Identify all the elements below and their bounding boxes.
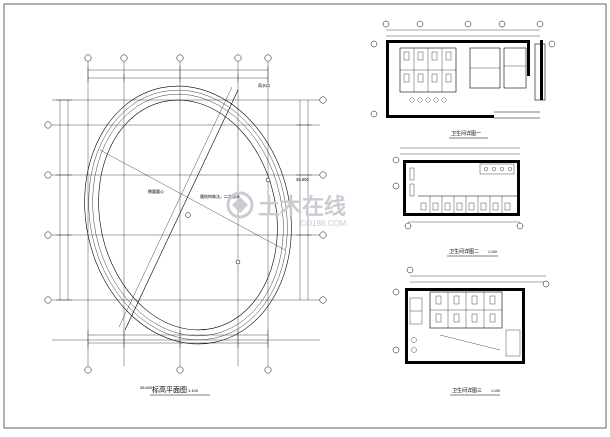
elevation-label: 35.600 (296, 177, 309, 182)
toilet-1-title: 卫生间详图一 (451, 130, 481, 137)
plan-bottom-dimensions (87, 330, 269, 348)
plan-top-dimensions (87, 66, 269, 82)
plan-side-dimensions (56, 99, 312, 301)
watermark-url: CO188.COM (300, 219, 347, 228)
stall-row-2 (420, 196, 511, 213)
ellipse-center-label: 椭圆圆心 (148, 188, 164, 194)
watermark-logo-icon (226, 191, 254, 219)
rain-outlet-label: 雨水口 (258, 82, 270, 88)
toilet-detail-3: 卫生间详图三 1:100 (392, 266, 550, 396)
watermark-text: 土木在线 (258, 194, 346, 219)
plan-title-scale: 1:100 (188, 388, 199, 393)
toilet-2-scale: 1:100 (488, 250, 497, 254)
toilet-detail-1: 卫生间详图一 (370, 20, 556, 139)
roof-diagonals (99, 86, 286, 331)
sheet-border (3, 3, 607, 429)
watermark: 土木在线 CO188.COM (226, 191, 347, 228)
plan-grid (52, 62, 320, 366)
plan-axis-bubbles (44, 54, 327, 374)
toilet-3-title: 卫生间详图三 (452, 387, 482, 394)
toilet-3-scale: 1:100 (491, 389, 500, 393)
roof-plan: 椭圆圆心 膜结构做法，二次设计 35.600 雨水口 35.600 标高平面图 … (44, 54, 327, 396)
plan-title-elevation: 35.600 (140, 385, 153, 390)
membrane-note-label: 膜结构做法，二次设计 (200, 193, 240, 199)
toilet-2-title: 卫生间详图二 (449, 248, 479, 255)
toilet-detail-2: 卫生间详图二 1:100 (392, 147, 524, 257)
plan-title: 标高平面图 (152, 385, 187, 394)
oval-roof (84, 85, 292, 345)
ellipse-center-marker (185, 212, 191, 218)
